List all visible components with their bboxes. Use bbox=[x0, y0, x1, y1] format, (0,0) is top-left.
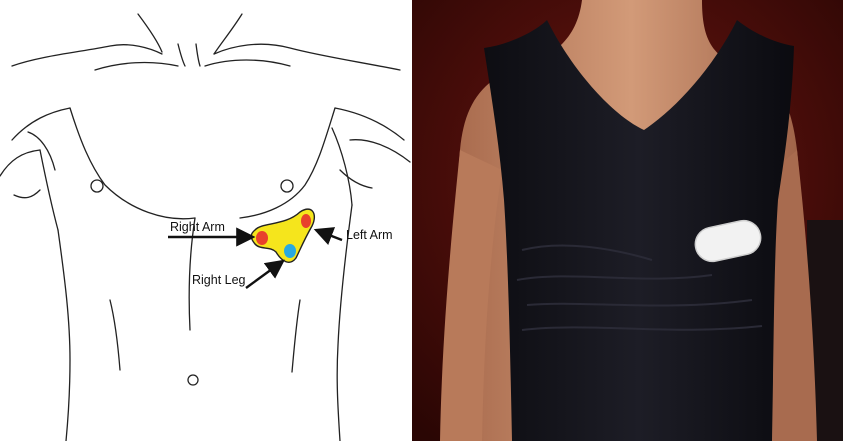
navel-icon bbox=[188, 375, 198, 385]
sensor-pad bbox=[251, 209, 314, 262]
torso-diagram: Right Arm Left Arm Right Leg bbox=[0, 0, 412, 441]
right-arm-electrode bbox=[256, 231, 268, 245]
right-leg-label: Right Leg bbox=[192, 273, 246, 287]
right-leg-arrow bbox=[246, 261, 283, 288]
right-leg-electrode bbox=[284, 244, 296, 258]
nipple-right-icon bbox=[91, 180, 103, 192]
right-arm-label: Right Arm bbox=[170, 220, 225, 234]
photo-illustration bbox=[412, 0, 843, 441]
left-arm-arrow bbox=[316, 230, 342, 240]
torso-diagram-panel: Right Arm Left Arm Right Leg bbox=[0, 0, 412, 441]
nipple-left-icon bbox=[281, 180, 293, 192]
left-arm-electrode bbox=[301, 214, 311, 228]
left-arm-label: Left Arm bbox=[346, 228, 393, 242]
photo-panel bbox=[412, 0, 843, 441]
